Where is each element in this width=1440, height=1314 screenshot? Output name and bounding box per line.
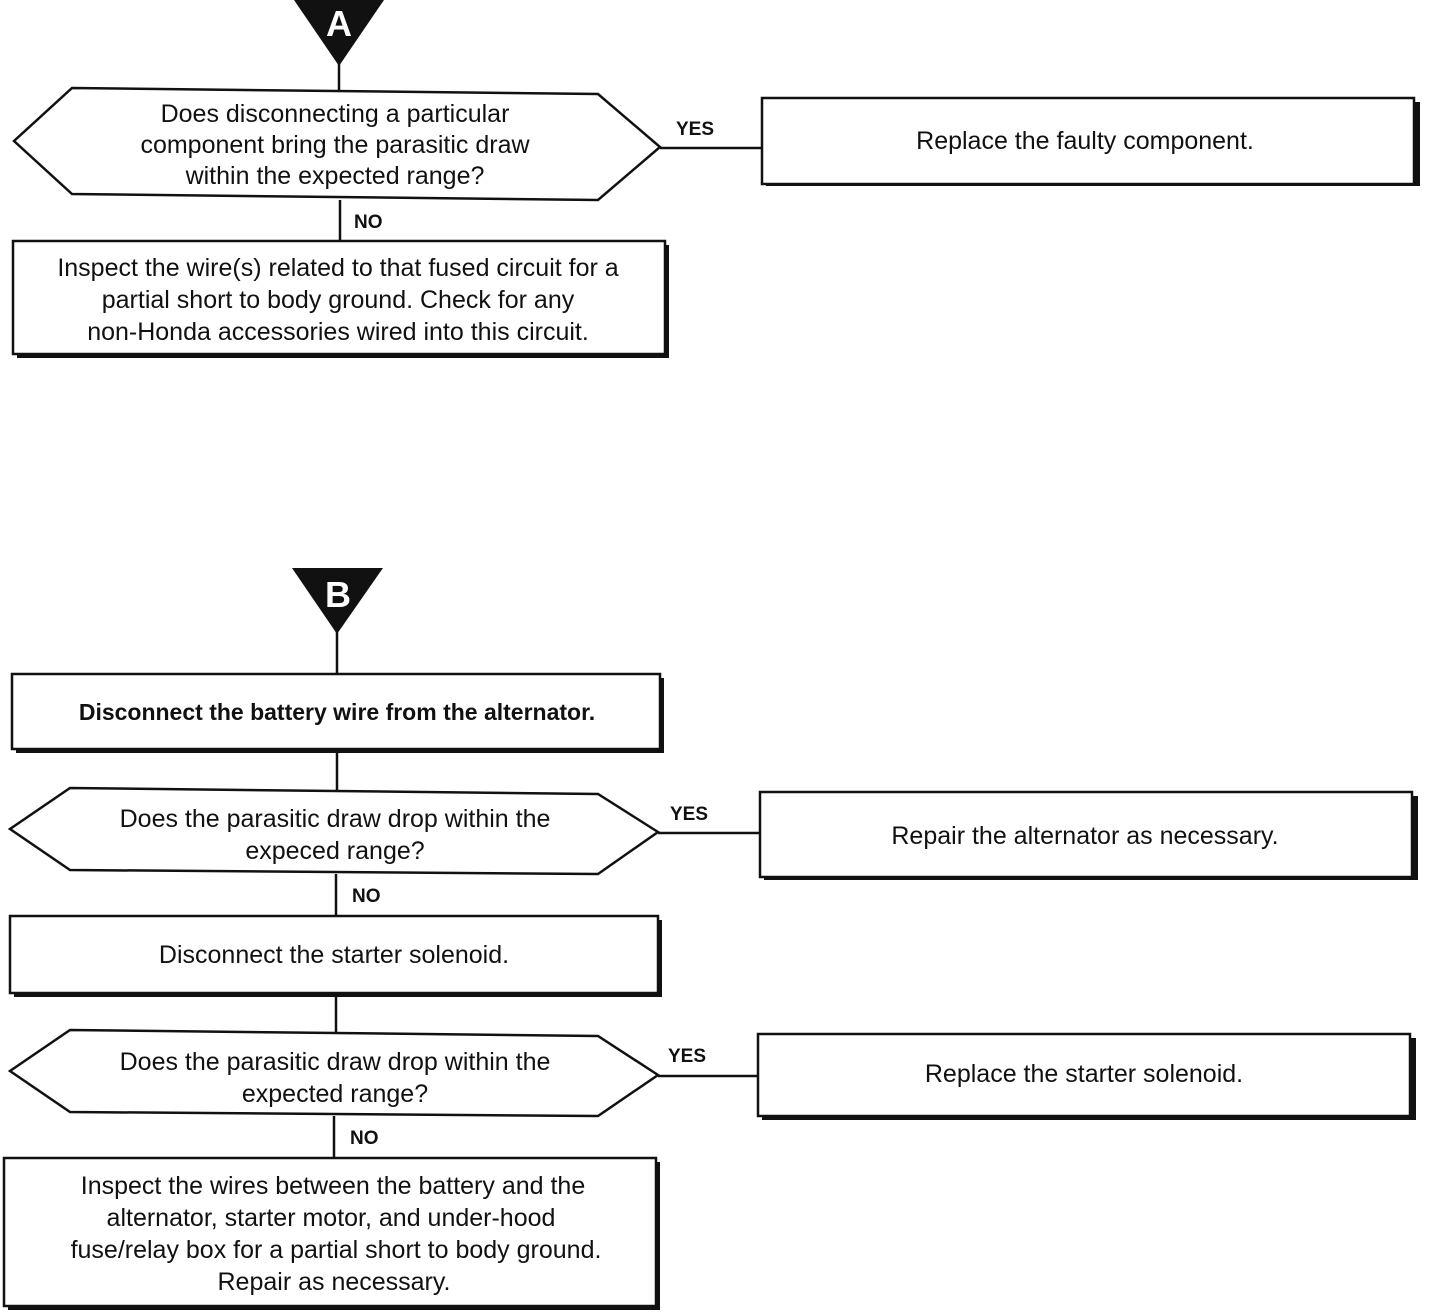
no-action-a1-line-2: partial short to body ground. Check for … (102, 286, 575, 314)
question-a1-line-2: component bring the parasitic draw (140, 131, 530, 159)
yes-label-b1: YES (670, 804, 708, 825)
question-a1-line-3: within the expected range? (185, 162, 485, 190)
question-a1-line-1: Does disconnecting a particular (161, 100, 510, 128)
no-label-b1: NO (352, 886, 381, 907)
no-action-b2-line-4: Repair as necessary. (218, 1268, 451, 1296)
question-b2-line-1: Does the parasitic draw drop within the (120, 1048, 551, 1076)
step-b1-text: Disconnect the battery wire from the alt… (79, 699, 595, 725)
no-action-b2-line-1: Inspect the wires between the battery an… (81, 1172, 585, 1200)
yes-action-b2-text: Replace the starter solenoid. (925, 1060, 1243, 1088)
yes-action-b1-text: Repair the alternator as necessary. (891, 822, 1278, 850)
marker-b-triangle (292, 568, 383, 634)
yes-label-b2: YES (668, 1046, 706, 1067)
no-label-b2: NO (350, 1128, 379, 1149)
flowchart-a: A Does disconnecting a particular compon… (11, 0, 1420, 358)
no-action-b2-box (2, 1156, 658, 1308)
no-action-b2-line-3: fuse/relay box for a partial short to bo… (71, 1236, 602, 1264)
marker-a-label: A (326, 3, 352, 44)
marker-b-label: B (325, 574, 351, 615)
question-b1-line-2: expeced range? (245, 837, 424, 865)
no-label-a1: NO (354, 212, 383, 233)
question-b1-line-1: Does the parasitic draw drop within the (120, 805, 551, 833)
yes-label-a1: YES (676, 119, 714, 140)
no-action-a1-box (11, 239, 667, 356)
yes-action-a1-box (760, 96, 1416, 186)
yes-action-a1-text: Replace the faulty component. (916, 127, 1254, 155)
flowchart-b: B Disconnect the battery wire from the a… (2, 568, 1418, 1310)
no-action-b2-line-2: alternator, starter motor, and under-hoo… (107, 1204, 556, 1232)
step-b1-box (10, 672, 662, 751)
step-b2-text: Disconnect the starter solenoid. (159, 941, 509, 969)
yes-action-b2-box (756, 1032, 1412, 1118)
question-b2-line-2: expected range? (242, 1080, 428, 1108)
no-action-a1-line-3: non-Honda accessories wired into this ci… (87, 318, 589, 346)
question-b1-hexagon (7, 786, 661, 876)
question-b2-hexagon (7, 1028, 661, 1118)
yes-action-b1-box (758, 790, 1414, 879)
no-action-a1-line-1: Inspect the wire(s) related to that fuse… (57, 254, 618, 282)
question-a1-hexagon (12, 86, 662, 202)
marker-a-triangle (294, 0, 384, 66)
step-b2-box (8, 914, 660, 995)
